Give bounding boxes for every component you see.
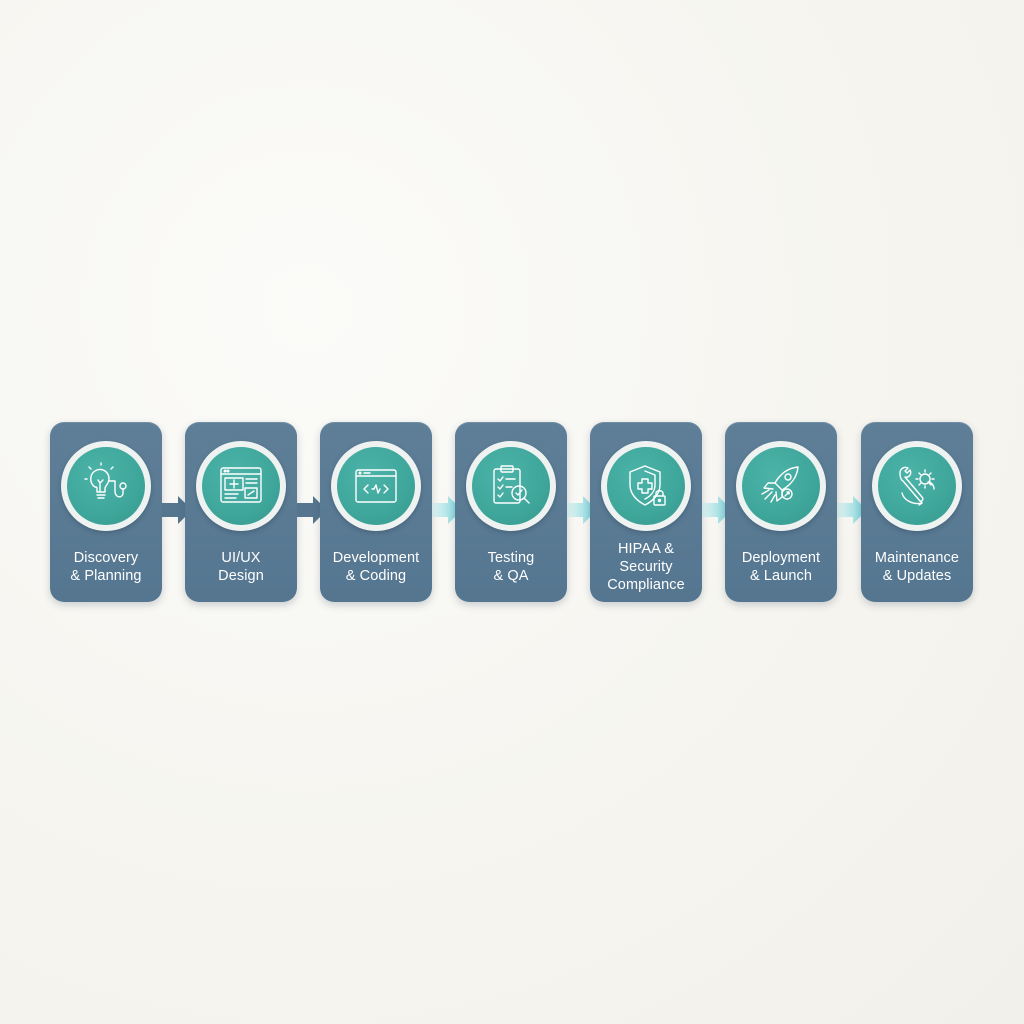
icon-ring <box>872 441 962 531</box>
icon-circle <box>607 447 685 525</box>
step-deployment-launch: Deployment & Launch <box>725 422 837 602</box>
icon-circle <box>472 447 550 525</box>
step-label-line: Design <box>218 568 264 584</box>
icon-ring <box>601 441 691 531</box>
step-label: Testing & QA <box>457 549 565 585</box>
icon-ring <box>196 441 286 531</box>
step-label-line: Compliance <box>607 577 685 593</box>
step-label-line: & Coding <box>345 568 407 584</box>
arrow-connector <box>160 494 194 526</box>
step-label-line: UI/UX <box>221 550 261 566</box>
clipboard-check-icon <box>493 465 530 504</box>
lightbulb-stethoscope-icon <box>84 462 127 499</box>
step-label-line: & Updates <box>882 568 952 584</box>
step-label-line: HIPAA & <box>617 541 675 557</box>
icon-ring <box>736 441 826 531</box>
icon-ring <box>331 441 421 531</box>
step-label-line: Maintenance <box>874 550 960 566</box>
rocket-icon <box>761 466 799 503</box>
step-label-line: Development <box>332 550 420 566</box>
icon-ring <box>466 441 556 531</box>
wrench-gear-icon <box>899 466 935 506</box>
icon-circle <box>742 447 820 525</box>
step-testing-qa: Testing & QA <box>455 422 567 602</box>
step-label: Maintenance & Updates <box>863 549 971 585</box>
step-label: HIPAA & Security Compliance <box>592 540 700 594</box>
step-ui-ux-design: UI/UX Design <box>185 422 297 602</box>
step-maintenance-updates: Maintenance & Updates <box>861 422 973 602</box>
step-label-line: & Planning <box>70 568 142 584</box>
step-label: Discovery & Planning <box>52 549 160 585</box>
arrow-connector <box>700 494 734 526</box>
icon-circle <box>67 447 145 525</box>
step-hipaa-security-compliance: HIPAA & Security Compliance <box>590 422 702 602</box>
step-label-line: Testing <box>487 550 535 566</box>
step-label: Deployment & Launch <box>727 549 835 585</box>
step-development-coding: Development & Coding <box>320 422 432 602</box>
step-label-line: & Launch <box>749 568 813 584</box>
icon-circle <box>878 447 956 525</box>
arrow-connector <box>295 494 329 526</box>
step-label-line: Security <box>619 559 673 575</box>
step-label: Development & Coding <box>322 549 430 585</box>
step-label-line: & QA <box>493 568 529 584</box>
icon-circle <box>202 447 280 525</box>
icon-ring <box>61 441 151 531</box>
step-label: UI/UX Design <box>187 549 295 585</box>
step-label-line: Discovery <box>73 550 139 566</box>
shield-lock-icon <box>629 465 666 506</box>
arrow-connector <box>565 494 599 526</box>
code-window-icon <box>355 469 397 503</box>
arrow-connector <box>835 494 869 526</box>
step-label-line: Deployment <box>741 550 821 566</box>
wireframe-icon <box>220 467 262 503</box>
arrow-connector <box>430 494 464 526</box>
step-discovery-planning: Discovery & Planning <box>50 422 162 602</box>
icon-circle <box>337 447 415 525</box>
